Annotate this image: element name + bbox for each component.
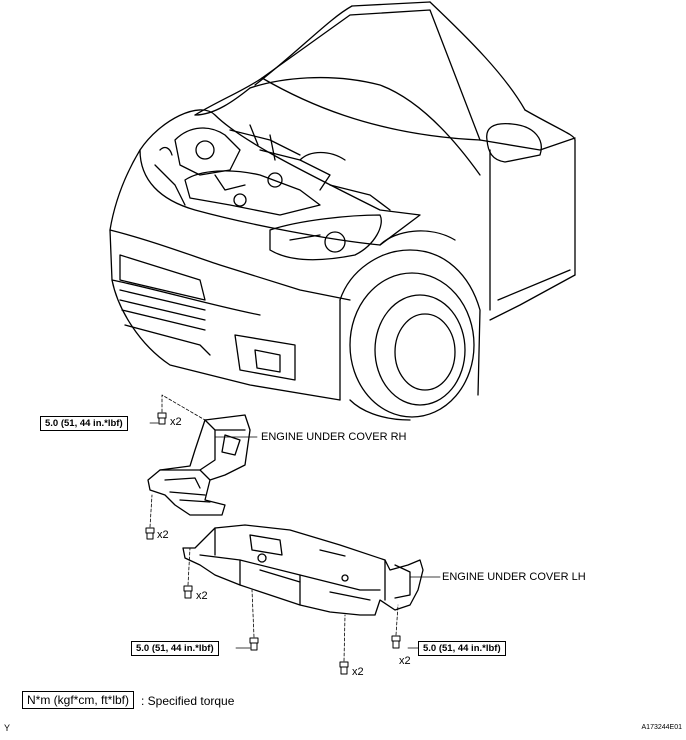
part-label-lh: ENGINE UNDER COVER LH — [442, 571, 586, 583]
qty-lh-right: x2 — [399, 655, 411, 667]
torque-label-rh-top: 5.0 (51, 44 in.*lbf) — [40, 416, 128, 431]
torque-label-bottom-mid: 5.0 (51, 44 in.*lbf) — [131, 641, 219, 656]
figure-code: A173244E01 — [641, 724, 682, 731]
bolts — [145, 412, 401, 675]
leader-lines — [149, 422, 441, 649]
qty-bottom-center: x2 — [352, 666, 364, 678]
legend-unit-box: N*m (kgf*cm, ft*lbf) — [22, 691, 135, 709]
qty-lh-left: x2 — [196, 590, 208, 602]
qty-rh-top: x2 — [170, 416, 182, 428]
legend-meaning: : Specified torque — [141, 694, 235, 708]
part-label-rh: ENGINE UNDER COVER RH — [261, 431, 407, 443]
guide-lines — [149, 394, 399, 662]
engine-under-cover-rh-illustration — [147, 414, 251, 516]
vehicle-front-illustration — [109, 1, 576, 421]
engine-under-cover-lh-illustration — [182, 524, 424, 616]
corner-code-left: Y — [4, 723, 11, 733]
torque-label-lh-right: 5.0 (51, 44 in.*lbf) — [418, 641, 506, 656]
qty-rh-bottom: x2 — [157, 529, 169, 541]
